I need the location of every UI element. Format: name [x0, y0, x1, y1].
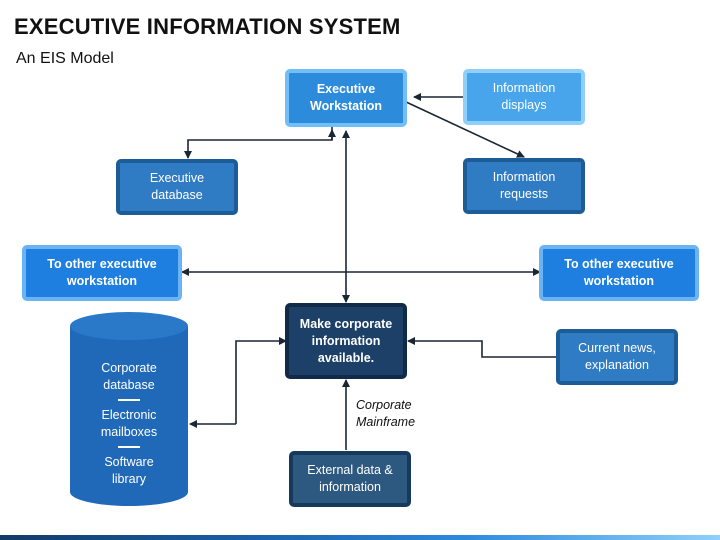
cylinder-item-software-library: Software library: [104, 455, 154, 486]
page-subtitle: An EIS Model: [16, 50, 114, 67]
cylinder-divider: [118, 399, 140, 401]
make-corporate-info-box: Make corporate information available.: [285, 303, 407, 379]
arrow-workstation-to-requests: [403, 100, 525, 158]
corporate-database-cylinder: Corporate database Electronic mailboxes …: [70, 312, 188, 506]
corporate-mainframe-label: Corporate Mainframe: [356, 398, 416, 429]
arrow-news-to-make-corporate: [407, 337, 557, 358]
information-displays-box: Information displays: [463, 69, 585, 125]
other-workstation-right-box: To other executive workstation: [539, 245, 699, 301]
footer-gradient-bar: [0, 535, 720, 540]
executive-database-box: Executive database: [116, 159, 238, 215]
page-title: EXECUTIVE INFORMATION SYSTEM: [14, 14, 401, 39]
cylinder-item-electronic-mailboxes: Electronic mailboxes: [100, 408, 158, 439]
other-workstation-left-box: To other executive workstation: [22, 245, 182, 301]
external-data-box: External data & information: [289, 451, 411, 507]
arrow-workstation-to-database: [184, 124, 333, 159]
arrow-to-make-corporate: [235, 337, 287, 424]
information-requests-box: Information requests: [463, 158, 585, 214]
current-news-box: Current news, explanation: [556, 329, 678, 385]
executive-workstation-box: Executive Workstation: [285, 69, 407, 127]
cylinder-divider: [118, 446, 140, 448]
cylinder-item-corporate-database: Corporate database: [101, 361, 157, 392]
